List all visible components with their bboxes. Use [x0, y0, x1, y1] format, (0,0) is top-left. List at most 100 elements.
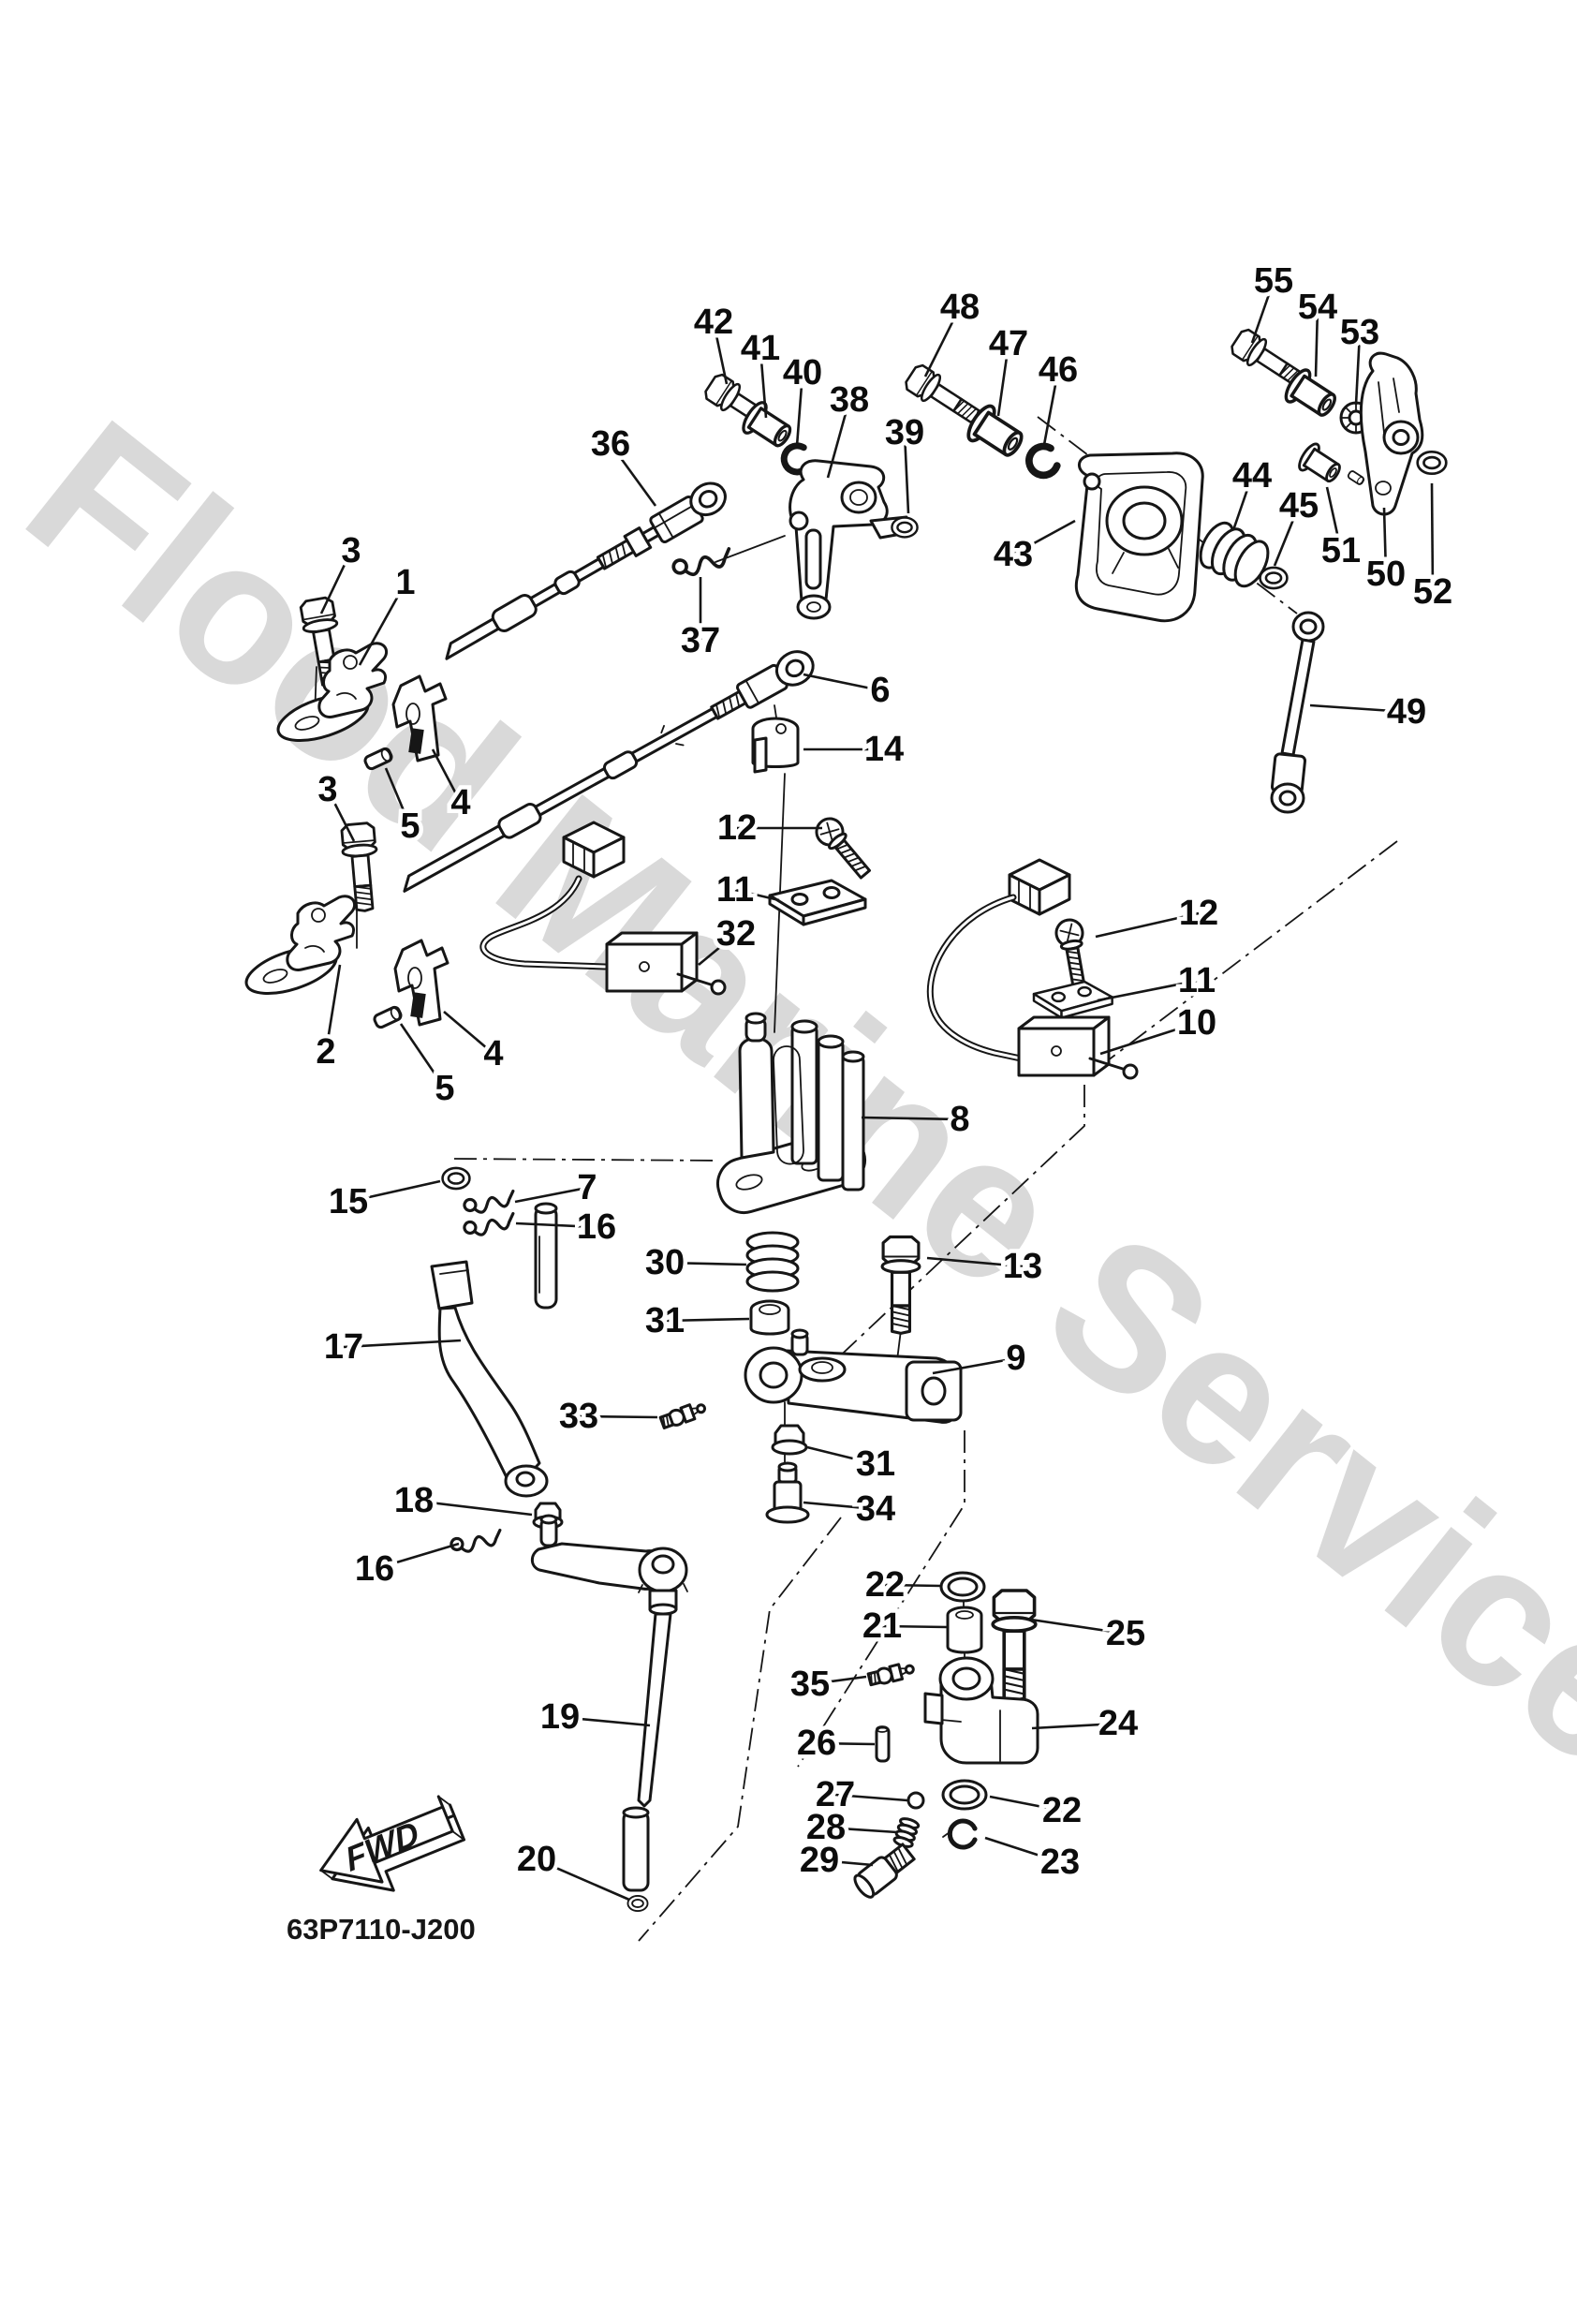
diagram-shape: [745, 1270, 800, 1293]
part-45-washer: [1259, 566, 1289, 590]
diagram-shape: [534, 1202, 558, 1215]
callout-35: 35: [790, 1665, 830, 1704]
part-43-throttle-cam: [1074, 451, 1204, 623]
fwd-arrow: FWD: [319, 1795, 466, 1892]
callout-leader-26: [816, 1741, 876, 1746]
callout-3: 3: [317, 770, 337, 809]
part-28-spring: [892, 1817, 921, 1848]
callout-10: 10: [1177, 1003, 1216, 1043]
diagram-shape: [1280, 638, 1316, 757]
callout-40: 40: [783, 353, 822, 392]
callout-leader-16: [515, 1221, 597, 1229]
callout-leader-12: [1095, 911, 1200, 939]
callout-31: 31: [645, 1301, 685, 1340]
diagram-shape: [790, 1019, 818, 1034]
callout-25: 25: [1106, 1614, 1145, 1653]
callout-22: 22: [1042, 1791, 1082, 1830]
callout-5: 5: [400, 807, 420, 846]
callout-leader-47: [996, 343, 1010, 417]
diagram-shape: [876, 1725, 889, 1733]
diagram-shape: [715, 692, 741, 718]
diagram-shape: [949, 1784, 980, 1805]
right-connector: [1008, 858, 1071, 916]
callout-16: 16: [577, 1207, 616, 1247]
diagram-shape: [539, 1514, 558, 1525]
callout-43: 43: [994, 535, 1033, 574]
diagram-shape: [951, 1666, 981, 1691]
callout-24: 24: [1098, 1704, 1138, 1743]
diagram-shape: [840, 481, 877, 514]
callout-16: 16: [355, 1549, 394, 1589]
part-22-washer-upper: [939, 1571, 986, 1603]
part-34-post: [765, 1461, 810, 1524]
diagram-shape: [314, 666, 1015, 1728]
callout-46: 46: [1039, 350, 1078, 390]
diagram-shape: [638, 1517, 842, 1942]
callout-54: 54: [1298, 288, 1337, 327]
part-15-washer: [441, 1166, 471, 1191]
callout-15: 15: [329, 1182, 368, 1221]
callout-30: 30: [645, 1243, 685, 1282]
callout-12: 12: [717, 808, 757, 848]
callout-4: 4: [450, 783, 470, 822]
diagram-shape: [955, 1610, 974, 1620]
callout-leader-10: [1099, 1021, 1198, 1056]
diagram-shape: [1375, 481, 1392, 496]
part-14-cable-holder: [751, 717, 800, 774]
part-51-pin: [1346, 469, 1366, 486]
diagram-shape: [1392, 429, 1410, 446]
callout-4: 4: [483, 1034, 503, 1073]
callout-leader-2: [324, 964, 342, 1053]
diagram-shape: [765, 1505, 810, 1524]
callout-48: 48: [940, 288, 980, 327]
part-24-pivot-bracket: [923, 1656, 1039, 1765]
callout-leader-21: [881, 1624, 948, 1629]
diagram-shape: [637, 1612, 672, 1808]
diagram-shape: [749, 1310, 790, 1336]
callout-leader-28: [825, 1826, 898, 1834]
diagram-shape: [790, 1328, 809, 1340]
callout-leader-44: [1231, 475, 1254, 531]
callout-leader-36: [609, 443, 657, 507]
callout-17: 17: [324, 1327, 363, 1367]
part-8-bracket-mount: [716, 1012, 866, 1215]
diagram-shape: [875, 1725, 891, 1763]
callout-leader-31: [806, 1445, 877, 1466]
callout-1: 1: [395, 563, 415, 602]
callout-leader-7: [514, 1186, 588, 1204]
callout-19: 19: [540, 1697, 580, 1737]
diagram-shape: [841, 1050, 865, 1063]
part-31-nut-lower: [771, 1424, 808, 1456]
callout-leader-11: [1097, 979, 1198, 1002]
callout-49: 49: [1387, 692, 1426, 732]
part-30-spring: [745, 1231, 800, 1293]
part-20-o-ring: [626, 1895, 649, 1912]
diagram-shape: [790, 1025, 818, 1165]
callout-14: 14: [864, 730, 904, 769]
callout-leader-45: [1273, 505, 1301, 567]
diagram-part-code: 63P7110-J200: [287, 1913, 476, 1946]
callout-18: 18: [394, 1481, 434, 1520]
callout-leader-51: [1325, 486, 1343, 552]
callout-leader-29: [818, 1858, 874, 1867]
callout-55: 55: [1254, 261, 1293, 301]
part-17-throttle-rod-lever: [430, 1260, 549, 1498]
diagram-shape: [923, 1692, 944, 1725]
diagram-shape: [1378, 377, 1400, 434]
callout-7: 7: [577, 1168, 597, 1207]
diagram-shape: [1299, 618, 1318, 635]
callout-leader-48: [923, 306, 962, 377]
part-16-clip-upper: [462, 1211, 518, 1240]
callout-52: 52: [1413, 572, 1452, 612]
diagram-shape: [759, 1304, 781, 1315]
callout-leader-9: [932, 1356, 1017, 1375]
diagram-shape: [788, 511, 809, 531]
diagram-shape: [698, 490, 718, 509]
callout-13: 13: [1003, 1247, 1042, 1286]
diagram-shape: [788, 459, 889, 614]
callout-leader-16: [374, 1542, 460, 1571]
callout-leader-55: [1250, 280, 1275, 344]
diagram-shape: [773, 1045, 804, 1165]
diagram-shape: [804, 528, 822, 590]
diagram-shape: [1096, 471, 1187, 596]
